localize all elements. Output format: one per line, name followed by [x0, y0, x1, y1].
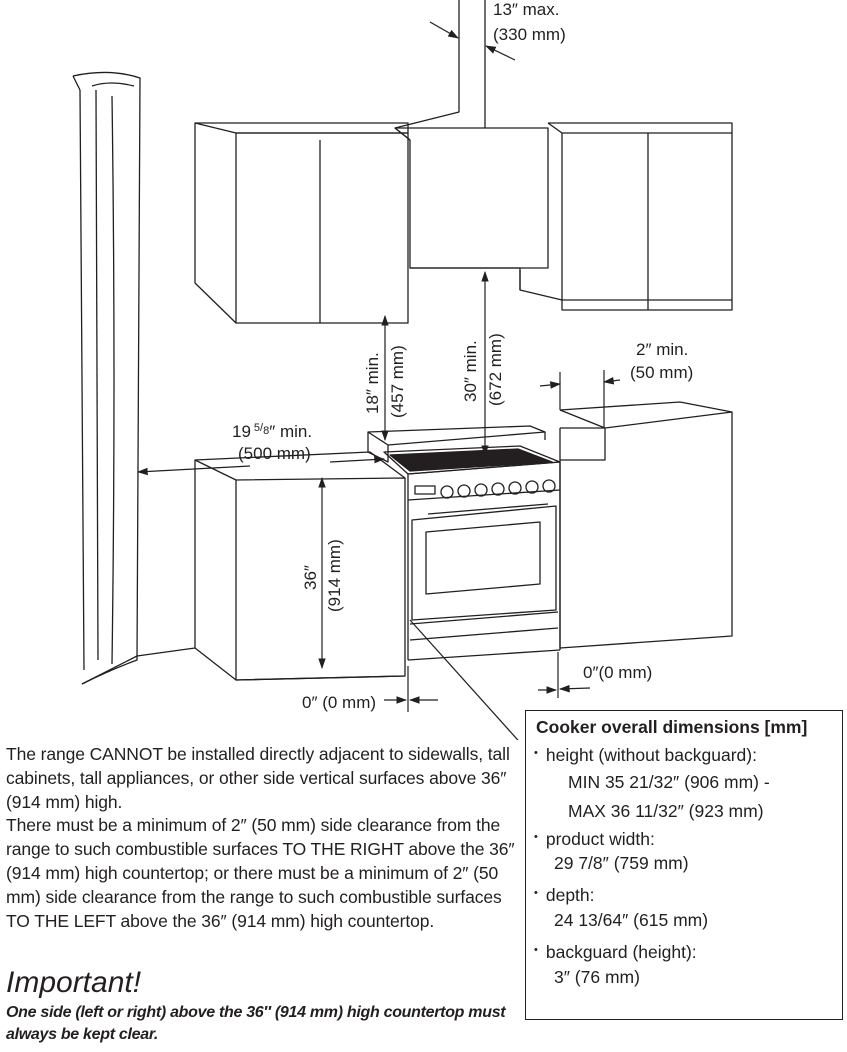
cooker-dimensions-box: Cooker overall dimensions [mm] •height (…	[525, 710, 843, 1020]
dimensions-title: Cooker overall dimensions [mm]	[536, 717, 808, 737]
hood-max-mm: (330 mm)	[493, 25, 566, 44]
notes-paragraph-2: There must be a minimum of 2″ (50 mm) si…	[6, 815, 515, 931]
width-value: 29 7/8″ (759 mm)	[554, 853, 689, 873]
height-item: •height (without backguard):	[534, 745, 757, 765]
important-text: One side (left or right) above the 36″ (…	[6, 1004, 506, 1043]
hood-min-label: 30″ min.	[461, 340, 480, 402]
bullet-icon: •	[534, 747, 538, 759]
cabinet-left-mm-label: (457 mm)	[388, 345, 407, 418]
height-max-value: MAX 36 11/32″ (923 mm)	[568, 801, 764, 821]
height-min-value: MIN 35 21/32″ (906 mm) -	[568, 772, 770, 792]
important-heading: Important!	[6, 966, 142, 999]
range	[367, 425, 561, 661]
bullet-icon: •	[534, 887, 538, 899]
side-wall-clearance-mm-label: (500 mm)	[238, 444, 311, 463]
cabinet-left-min-label: 18″ min.	[363, 352, 382, 414]
bullet-icon: •	[534, 831, 538, 843]
notes-paragraph-1: The range CANNOT be installed directly a…	[6, 744, 510, 812]
depth-item: •depth:	[534, 885, 595, 905]
hood-min-mm-label: (672 mm)	[486, 333, 505, 406]
gap-right-label: 0″(0 mm)	[583, 663, 652, 682]
counter-height-mm-label: (914 mm)	[325, 539, 344, 612]
width-item: •product width:	[534, 829, 655, 849]
depth-value: 24 13/64″ (615 mm)	[554, 910, 709, 930]
backguard-value: 3″ (76 mm)	[554, 967, 640, 987]
side-wall	[72, 71, 141, 685]
upper-cabinet-left	[194, 122, 409, 324]
base-cabinet-left	[136, 451, 406, 681]
base-cabinet-right	[559, 401, 733, 649]
hood-max-label: 13″ max.	[493, 0, 560, 19]
counter-height-label: 36″	[301, 565, 320, 590]
gap-left-label: 0″ (0 mm)	[302, 693, 376, 712]
upper-cabinet-right	[519, 122, 733, 311]
right-clearance-label: 2″ min.	[636, 340, 688, 359]
range-hood	[394, 0, 549, 290]
installation-diagram: 13″ max. (330 mm) 18″ min. (457 mm) 30″ …	[72, 0, 733, 740]
installation-notes: The range CANNOT be installed directly a…	[6, 743, 524, 933]
right-clearance-mm-label: (50 mm)	[630, 363, 693, 382]
backguard-item: •backguard (height):	[534, 942, 697, 962]
bullet-icon: •	[534, 944, 538, 956]
